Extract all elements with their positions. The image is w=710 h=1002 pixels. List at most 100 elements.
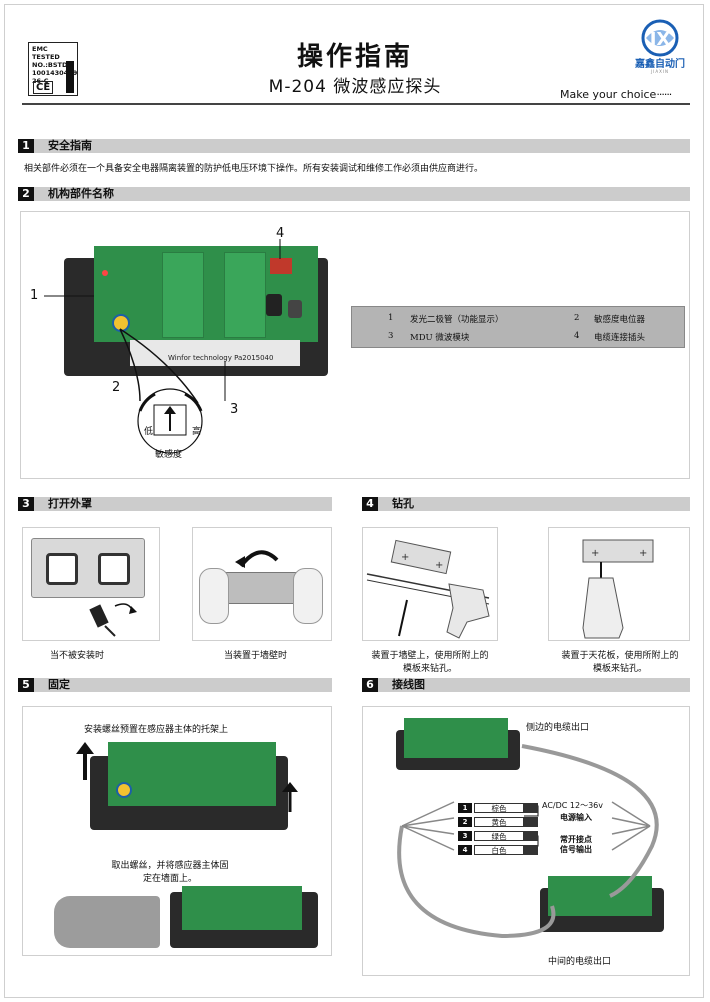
wire-2-color: 黄色 [474,817,524,827]
emc-tested-badge: EMC TESTED NO.:BSTDG 1001430419 26-C CE [28,42,78,96]
wire-4-tag: 4 [458,845,472,855]
section-3-number: 3 [18,497,34,511]
section-1-bar [18,139,690,153]
section-2-bar [18,187,690,201]
drill-wall-icon: + + [366,539,490,639]
ce-mark: CE [33,81,54,94]
power-input-label: 电源输入 [560,813,592,822]
wire-2-tag: 2 [458,817,472,827]
section-4-title: 钻孔 [392,497,414,510]
svg-text:+: + [639,548,647,559]
signal-label-2: 信号输出 [560,845,592,854]
emc-line-2: NO.:BSTDG [32,61,73,69]
emc-bar [66,61,74,93]
part-1-number: 1 [388,313,394,323]
emc-line-1: EMC TESTED [32,45,60,61]
callout-2: 2 [112,380,121,395]
open-cover-frame-right [192,527,332,641]
mdu-panel-right [224,252,266,338]
section-6-bar [362,678,690,692]
cover-window-right [98,553,130,585]
section-6-number: 6 [362,678,378,692]
section-5-number: 5 [18,678,34,692]
callout-1: 1 [30,288,39,303]
wire-1-color: 棕色 [474,803,524,813]
caption-not-installed: 当不被安装时 [50,651,105,661]
page-subtitle: M-204 微波感应探头 [268,77,442,97]
wire-4-color: 白色 [474,845,524,855]
caption-on-wall: 当装置于墙壁时 [224,651,288,661]
page-title: 操作指南 [296,42,413,72]
safety-note: 相关部件必须在一个具备安全电器隔离装置的防护低电压环境下操作。所有安装调试和维修… [24,164,484,174]
svg-text:+: + [401,552,409,563]
brand-logo-icon: JX [641,19,679,57]
wire-3-color: 绿色 [474,831,524,841]
hand-left [199,568,229,624]
wire-1-end [524,803,538,813]
cable-connector [270,258,292,274]
section-3-title: 打开外罩 [48,497,92,510]
part-3-name: MDU 微波模块 [410,333,470,343]
power-voltage: AC/DC 12～36v [542,801,603,810]
svg-text:+: + [591,548,599,559]
caption-remove-screws: 取出螺丝，并将感应器主体固定在墙面上。 [111,861,229,884]
side-cable-exit-label: 侧边的电缆出口 [526,723,590,733]
led-indicator [102,270,108,276]
section-3-bar [18,497,332,511]
wiring-cables [397,744,659,939]
section-4-number: 4 [362,497,378,511]
wiring-sensor-top-pcb [404,718,508,758]
page-border [4,4,704,998]
middle-cable-exit-label: 中间的电缆出口 [548,957,612,967]
capacitor [266,294,282,316]
part-2-number: 2 [574,313,580,323]
knob-caption: 敏感度 [155,450,183,460]
slogan: Make your choice······ [560,88,672,101]
drill-ceiling-icon: + + [582,539,654,639]
section-5-bar [18,678,332,692]
cover-plate [31,538,145,598]
part-1-name: 发光二极管（功能显示） [410,315,504,325]
lift-arrow-icon [235,550,279,568]
wire-3-tag: 3 [458,831,472,841]
section-2-number: 2 [18,187,34,201]
wiring-sensor-bottom-pcb [548,876,652,916]
callout-3: 3 [230,402,239,417]
drill-wall-frame: + + [362,527,498,641]
part-2-name: 敏感度电位器 [594,315,646,325]
parts-table: 1 发光二极管（功能显示） 2 敏感度电位器 3 MDU 微波模块 4 电缆连接… [351,306,685,348]
mount-potentiometer [116,782,132,798]
sensor-cover [217,572,301,604]
part-4-number: 4 [574,331,580,341]
signal-label-1: 常开接点 [560,835,592,844]
hand-right [293,568,323,624]
wire-1-tag: 1 [458,803,472,813]
svg-text:+: + [435,560,443,571]
cover-shell [54,896,160,948]
part-3-number: 3 [388,331,394,341]
mdu-panel-left [162,252,204,338]
brand-english: JIAXIN [650,69,669,74]
mount-pcb [108,742,276,806]
section-6-title: 接线图 [392,678,425,691]
section-1-title: 安全指南 [48,139,92,152]
header-rule [22,103,690,105]
section-5-title: 固定 [48,678,70,691]
knob-low-label: 低 [144,427,154,437]
capacitor-2 [288,300,302,318]
brand-name: 嘉鑫自动门 [635,59,685,70]
mounted-pcb [182,886,302,930]
cover-window-left [46,553,78,585]
wire-3-end [524,831,538,841]
component-callout-lines [44,239,281,454]
callout-4: 4 [276,226,285,241]
section-1-number: 1 [18,139,34,153]
caption-drill-ceiling: 装置于天花板，使用所附上的模板来钻孔。 [561,651,679,674]
slogan-text: Make your choice [560,88,657,101]
up-arrow-icon-right [282,782,298,812]
wire-2-end [524,817,538,827]
caption-drill-wall: 装置于墙壁上，使用所附上的模板来钻孔。 [371,651,489,674]
knob-high-label: 高 [192,427,202,437]
section-4-bar [362,497,690,511]
screwdriver-icon [89,603,137,637]
